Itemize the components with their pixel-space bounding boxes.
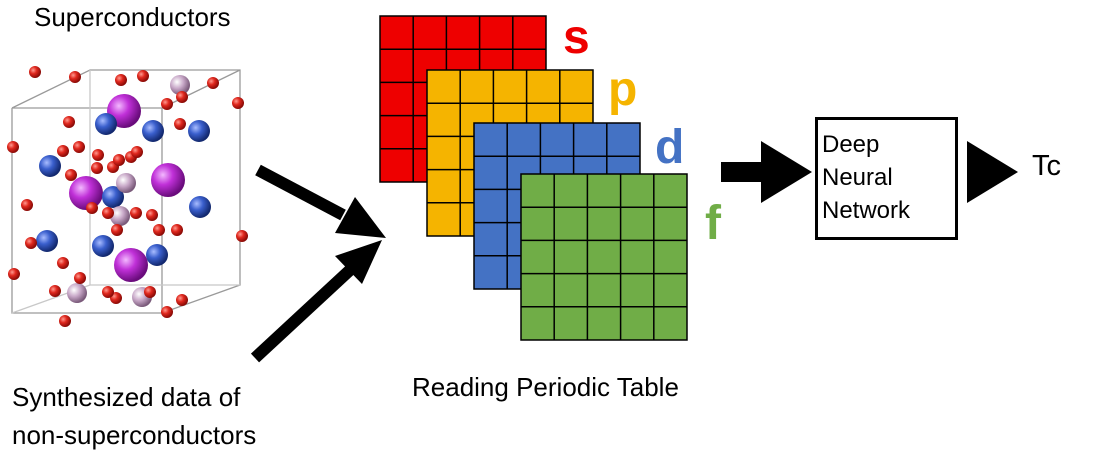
- atom-oxygen: [69, 71, 81, 83]
- network-label-line3: Network: [822, 197, 911, 224]
- deep-neural-network-box: [815, 117, 958, 240]
- synthesized-label-line1: Synthesized data of: [12, 382, 241, 412]
- atom-oxygen: [7, 141, 19, 153]
- orbital-label-d: d: [655, 121, 685, 174]
- orbital-label-f: f: [705, 197, 721, 250]
- atom-blue: [146, 244, 168, 266]
- atom-oxygen: [91, 162, 103, 174]
- crystal-atoms: [7, 66, 248, 327]
- atom-oxygen: [59, 315, 71, 327]
- atom-magenta: [69, 176, 103, 210]
- atom-oxygen: [144, 286, 156, 298]
- atom-blue: [39, 155, 61, 177]
- atom-oxygen: [57, 257, 69, 269]
- network-label-line2: Neural: [822, 164, 893, 191]
- atom-blue: [36, 230, 58, 252]
- atom-oxygen: [8, 268, 20, 280]
- atom-oxygen: [176, 294, 188, 306]
- orbital-label-p: p: [608, 63, 638, 116]
- atom-blue: [92, 235, 114, 257]
- atom-oxygen: [57, 145, 69, 157]
- arrow-synthesized: [250, 240, 382, 363]
- atom-oxygen: [102, 207, 114, 219]
- network-label-line1: Deep: [822, 131, 880, 158]
- atom-oxygen: [207, 77, 219, 89]
- orbital-label-s: s: [563, 11, 590, 64]
- atom-oxygen: [137, 70, 149, 82]
- atom-lilac: [67, 283, 87, 303]
- arrow-superconductors: [255, 164, 386, 238]
- atom-oxygen: [21, 199, 33, 211]
- periodic-table-stack: [379, 15, 688, 341]
- atom-lilac: [170, 75, 190, 95]
- atom-oxygen: [174, 118, 186, 130]
- atom-blue: [102, 186, 124, 208]
- atom-oxygen: [25, 237, 37, 249]
- atom-oxygen: [171, 224, 183, 236]
- synthesized-label: Synthesized data of non-superconductors: [12, 378, 256, 454]
- superconductors-label: Superconductors: [34, 2, 231, 32]
- atom-oxygen: [49, 285, 61, 297]
- network-label: Deep Neural Network: [822, 128, 910, 227]
- atom-blue: [189, 196, 211, 218]
- atom-oxygen: [63, 116, 75, 128]
- atom-oxygen: [153, 224, 165, 236]
- atom-lilac: [110, 206, 130, 226]
- atom-oxygen: [102, 286, 114, 298]
- atom-oxygen: [29, 66, 41, 78]
- atom-magenta: [151, 163, 185, 197]
- atom-oxygen: [74, 272, 86, 284]
- atom-blue: [142, 120, 164, 142]
- atom-oxygen: [131, 146, 143, 158]
- synthesized-label-line2: non-superconductors: [12, 420, 257, 450]
- atom-magenta: [114, 248, 148, 282]
- atom-oxygen: [115, 74, 127, 86]
- atom-oxygen: [176, 91, 188, 103]
- atom-blue: [188, 120, 210, 142]
- reading-periodic-table-label: Reading Periodic Table: [412, 372, 679, 402]
- atom-oxygen: [86, 202, 98, 214]
- atom-oxygen: [161, 98, 173, 110]
- atom-blue: [95, 113, 117, 135]
- atom-oxygen: [92, 149, 104, 161]
- arrow-to-network: [721, 141, 812, 203]
- atom-oxygen: [113, 154, 125, 166]
- atom-oxygen: [161, 306, 173, 318]
- atom-oxygen: [232, 97, 244, 109]
- atom-lilac: [116, 173, 136, 193]
- grid-f: [520, 173, 688, 341]
- tc-output-label: Tc: [1032, 150, 1061, 182]
- atom-oxygen: [111, 224, 123, 236]
- atom-oxygen: [73, 141, 85, 153]
- atom-oxygen: [65, 169, 77, 181]
- atom-oxygen: [130, 207, 142, 219]
- atom-oxygen: [146, 209, 158, 221]
- atom-oxygen: [236, 230, 248, 242]
- arrow-to-tc: [967, 141, 1018, 203]
